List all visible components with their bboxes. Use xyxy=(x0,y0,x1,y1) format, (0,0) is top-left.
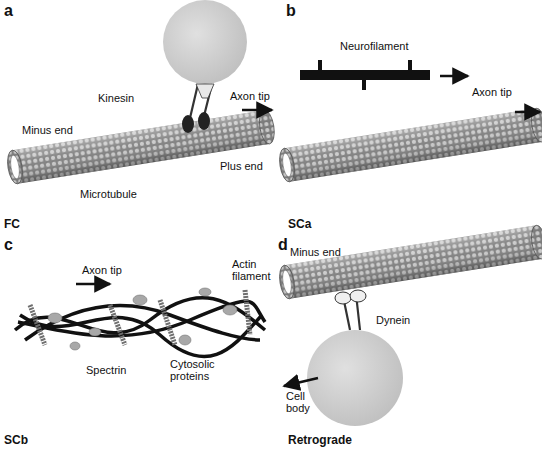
direction-arrow xyxy=(515,111,540,114)
kinesin-head xyxy=(182,115,194,133)
part-label: Plus end xyxy=(220,160,263,172)
part-label: Minus end xyxy=(290,246,341,258)
cargo-vesicle xyxy=(307,330,403,426)
direction-label: Axon tip xyxy=(230,90,270,102)
direction-arrow xyxy=(76,283,110,286)
panel-code: SCb xyxy=(4,434,28,447)
dynein-head xyxy=(350,290,366,302)
microtubule xyxy=(277,107,542,183)
direction-arrow xyxy=(440,75,468,78)
part-label: Spectrin xyxy=(86,364,126,376)
side-arm xyxy=(408,60,412,72)
part-label: Neurofilament xyxy=(340,40,408,52)
part-label: Minus end xyxy=(22,124,73,136)
part-label: Microtubule xyxy=(80,188,137,200)
microtubule xyxy=(5,109,276,185)
panel-letter: a xyxy=(4,2,13,20)
cargo-vesicle xyxy=(163,0,247,84)
panel-code: SCa xyxy=(288,218,311,231)
direction-arrow xyxy=(284,378,318,386)
side-arm xyxy=(362,78,366,90)
part-label: Dynein xyxy=(376,314,410,326)
panel-letter: d xyxy=(278,236,288,254)
direction-label: Cell body xyxy=(286,390,326,414)
direction-label: Axon tip xyxy=(472,86,512,98)
panel-code: Retrograde xyxy=(288,434,352,447)
dynein-head xyxy=(335,292,351,304)
panel-letter: b xyxy=(286,2,296,20)
part-label: Actin filament xyxy=(232,258,282,282)
spectrin-network xyxy=(15,298,265,357)
actin-filament xyxy=(30,290,250,345)
direction-label: Axon tip xyxy=(82,264,122,276)
panel-code: FC xyxy=(4,218,20,231)
side-arm xyxy=(318,60,322,72)
panel-letter: c xyxy=(4,236,13,254)
microtubule xyxy=(277,224,542,300)
part-label: Kinesin xyxy=(98,92,134,104)
kinesin-head xyxy=(198,112,210,130)
part-label: Cytosolic proteins xyxy=(170,358,232,382)
kinesin-tail xyxy=(196,84,214,98)
cytosolic-protein xyxy=(48,288,237,350)
direction-arrow xyxy=(242,109,272,112)
